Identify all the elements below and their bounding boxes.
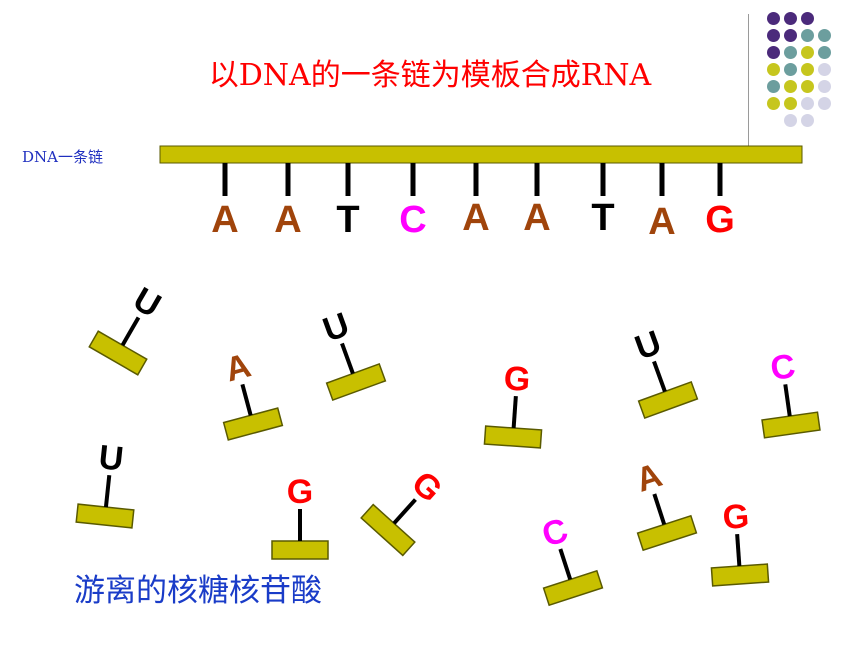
- decor-dot: [767, 80, 780, 93]
- nucleotide-stem: [735, 533, 742, 567]
- free-base-letter: A: [221, 346, 255, 389]
- ribose-sugar-block: [637, 381, 699, 419]
- nucleotide-stem: [103, 475, 112, 508]
- ribose-sugar-block: [636, 514, 698, 552]
- free-nucleotide: U: [318, 305, 387, 401]
- decor-dot: [784, 63, 797, 76]
- nucleotide-stem: [120, 316, 141, 347]
- free-nucleotide: G: [360, 464, 449, 557]
- decor-dot: [784, 97, 797, 110]
- decor-dot: [767, 97, 780, 110]
- ribose-sugar-block: [75, 503, 135, 529]
- free-base-letter: U: [127, 280, 167, 325]
- decor-dot: [801, 114, 814, 127]
- free-nucleotide: U: [630, 323, 699, 419]
- nucleotide-stem: [392, 498, 417, 525]
- free-nucleotide: U: [75, 438, 135, 529]
- decor-dot: [801, 63, 814, 76]
- ribose-sugar-block: [542, 569, 604, 607]
- template-base-letter: A: [523, 197, 550, 239]
- decor-dot: [801, 80, 814, 93]
- decor-dot: [784, 114, 797, 127]
- decor-dot: [801, 12, 814, 25]
- template-base-letter: A: [648, 201, 675, 243]
- decor-dot: [784, 80, 797, 93]
- template-base-letter: C: [399, 199, 426, 241]
- ribose-sugar-block: [761, 411, 821, 439]
- free-nucleotides-label: 游离的核糖核苷酸: [74, 573, 322, 609]
- nucleotide-stem: [783, 384, 792, 417]
- free-base-letter: G: [721, 497, 750, 537]
- decor-dot: [818, 80, 831, 93]
- free-base-letter: A: [632, 456, 667, 500]
- decor-dot: [784, 12, 797, 25]
- template-base-letter: A: [274, 199, 301, 241]
- nucleotide-stem: [511, 395, 518, 429]
- slide-title: 以DNA的一条链为模板合成RNA: [208, 58, 652, 93]
- ribose-sugar-block: [710, 563, 770, 587]
- decor-dot: [818, 63, 831, 76]
- free-base-letter: U: [97, 438, 125, 478]
- template-base-letter: T: [336, 199, 359, 241]
- decor-dot: [818, 46, 831, 59]
- free-nucleotide: U: [88, 280, 167, 376]
- free-nucleotide: G: [271, 473, 329, 560]
- decor-dot: [784, 46, 797, 59]
- free-base-letter: G: [287, 473, 313, 511]
- dna-backbone-bar: [159, 145, 803, 164]
- free-base-letter: C: [768, 347, 798, 388]
- decor-dot: [767, 46, 780, 59]
- free-nucleotide: C: [761, 347, 821, 439]
- free-nucleotide: G: [483, 359, 543, 449]
- template-base-letter: A: [462, 197, 489, 239]
- free-nucleotide: A: [221, 346, 284, 441]
- nucleotide-stem: [558, 548, 573, 581]
- free-base-letter: G: [503, 359, 532, 399]
- nucleotide-stem: [652, 360, 667, 393]
- free-base-letter: U: [630, 323, 666, 367]
- nucleotide-stem: [340, 342, 355, 375]
- decor-dot: [801, 97, 814, 110]
- decor-dot: [767, 63, 780, 76]
- decor-dot: [784, 29, 797, 42]
- template-base-letter: T: [591, 197, 614, 239]
- free-nucleotide: G: [710, 497, 770, 587]
- free-nucleotide: C: [538, 511, 604, 607]
- decor-dot: [767, 12, 780, 25]
- ribose-sugar-block: [325, 363, 387, 401]
- free-base-letter: U: [318, 305, 354, 349]
- decor-dot: [818, 29, 831, 42]
- free-nucleotide-group: U A U G U C U G G C A G: [75, 280, 821, 607]
- template-base-letter: A: [211, 199, 238, 241]
- template-base-letter: G: [705, 199, 735, 241]
- dna-strand-label: DNA一条链: [22, 148, 103, 166]
- nucleotide-stem: [652, 493, 667, 526]
- ribose-sugar-block: [88, 330, 148, 376]
- free-nucleotide: A: [632, 456, 698, 552]
- decor-dot: [818, 97, 831, 110]
- ribose-sugar-block: [222, 407, 284, 441]
- free-base-letter: C: [538, 511, 573, 555]
- decor-dot: [801, 46, 814, 59]
- ribose-sugar-block: [483, 425, 543, 449]
- decor-dot: [801, 29, 814, 42]
- ribose-sugar-block: [360, 503, 416, 557]
- decor-divider-line: [748, 14, 749, 146]
- nucleotide-stem: [240, 383, 253, 416]
- decor-dot: [767, 29, 780, 42]
- ribose-sugar-block: [271, 540, 329, 560]
